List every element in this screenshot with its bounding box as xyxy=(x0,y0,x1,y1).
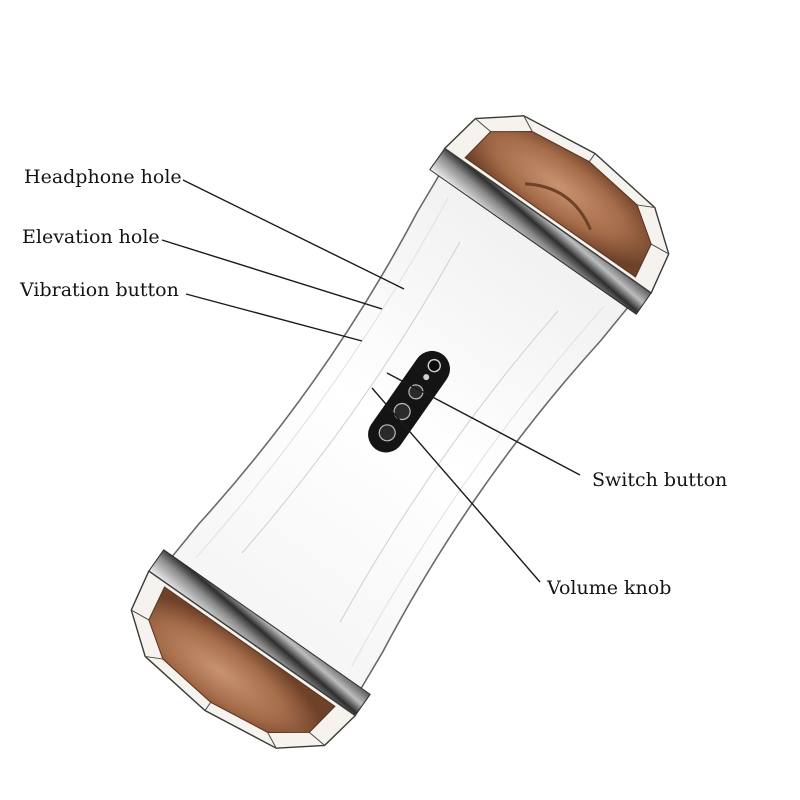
headphone-hole xyxy=(427,358,441,373)
bottom-end-cap xyxy=(130,549,371,749)
crystal-facet xyxy=(475,115,669,255)
skin-insert xyxy=(464,131,652,278)
sleeve-facet-line xyxy=(241,241,461,554)
sleeve-facet-line xyxy=(351,305,605,667)
skin-insert xyxy=(148,586,336,733)
leader-line-switch-button xyxy=(386,372,581,476)
switch-button[interactable] xyxy=(376,422,398,444)
leader-line-volume-knob xyxy=(371,387,541,583)
mode-button[interactable] xyxy=(406,382,425,401)
leader-lines xyxy=(161,179,581,583)
label-vibration-button: Vibration button xyxy=(20,279,179,301)
top-end-cap xyxy=(429,115,670,315)
label-elevation-hole: Elevation hole xyxy=(22,226,160,248)
sleeve-facet-line xyxy=(339,310,559,623)
leader-line-elevation-hole xyxy=(161,239,383,310)
leader-line-vibration-button xyxy=(185,293,363,342)
device-body xyxy=(130,115,670,749)
label-volume-knob: Volume knob xyxy=(547,577,672,599)
label-headphone-hole: Headphone hole xyxy=(24,166,182,188)
leader-line-headphone-hole xyxy=(182,179,405,290)
label-switch-button: Switch button xyxy=(592,469,728,491)
skin-shadow xyxy=(524,182,592,231)
elevation-hole xyxy=(423,374,430,381)
crystal-facet xyxy=(131,609,325,749)
sleeve-facet-line xyxy=(195,197,449,559)
